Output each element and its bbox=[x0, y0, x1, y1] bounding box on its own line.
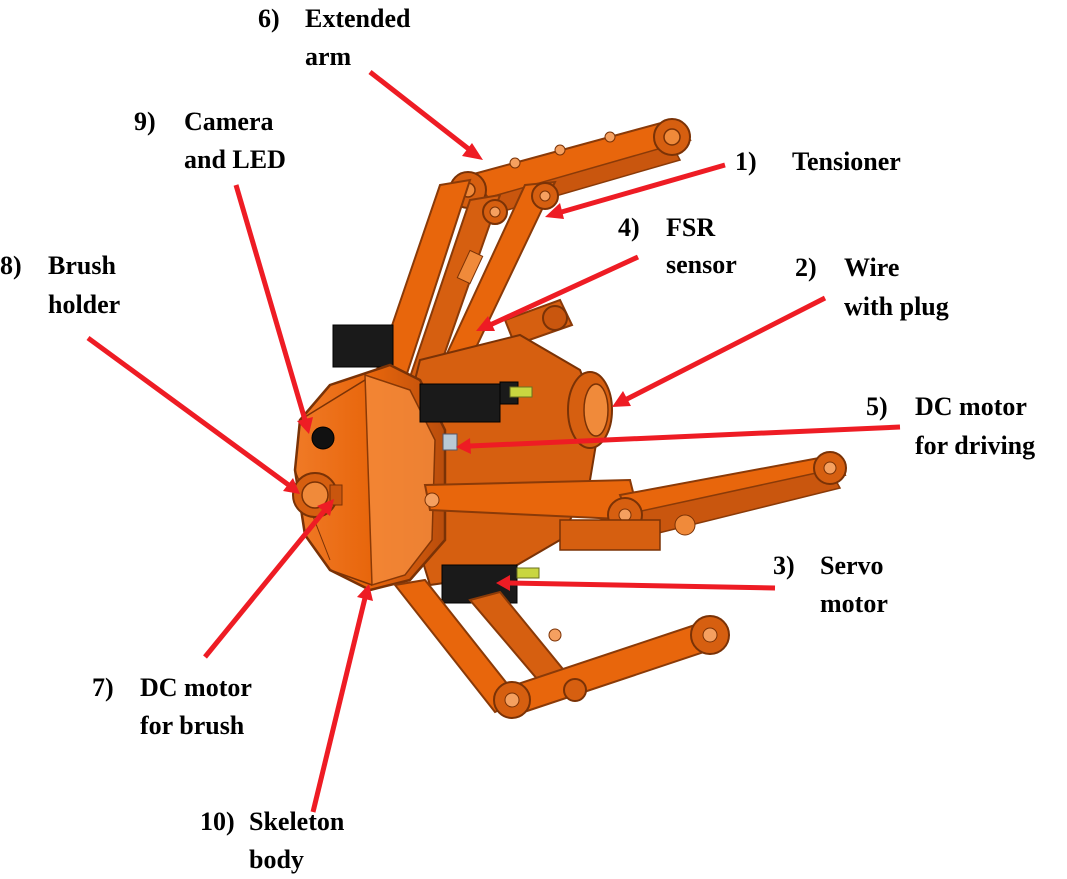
arrow-skeleton-body bbox=[310, 584, 373, 813]
lower-arm bbox=[393, 578, 730, 719]
label-wire-line2: with plug bbox=[844, 292, 949, 321]
label-servo-line2: motor bbox=[820, 589, 888, 618]
label-brush-motor-line2: for brush bbox=[140, 711, 245, 740]
label-camera-and-led: 9) Camera and LED bbox=[134, 107, 286, 174]
arrow-dc-motor-driving bbox=[456, 424, 901, 454]
label-driving-line1: DC motor bbox=[915, 392, 1027, 421]
arrow-brush-holder bbox=[86, 335, 300, 494]
right-arm bbox=[423, 451, 847, 551]
callout-labels: 6) Extended arm 9) Camera and LED 1) Ten… bbox=[0, 4, 1035, 874]
label-skeleton-line2: body bbox=[249, 845, 304, 874]
label-camera-line1: Camera bbox=[184, 107, 274, 136]
label-dc-motor-brush: 7) DC motor for brush bbox=[92, 673, 252, 740]
label-skeleton-line1: Skeleton bbox=[249, 807, 345, 836]
label-extended-arm-line2: arm bbox=[305, 42, 352, 71]
label-brush-holder-number: 8) bbox=[0, 251, 22, 280]
arrow-dc-motor-brush bbox=[203, 499, 334, 659]
driving-motor-shaft bbox=[442, 433, 458, 451]
arrow-fsr-sensor bbox=[476, 254, 640, 331]
label-extended-arm-line1: Extended bbox=[305, 4, 411, 33]
rear-servo-block bbox=[332, 324, 394, 368]
label-fsr-line2: sensor bbox=[666, 250, 737, 279]
label-brush-holder-line2: holder bbox=[48, 290, 120, 319]
label-skeleton-number: 10) bbox=[200, 807, 235, 836]
camera-lens bbox=[311, 426, 335, 450]
label-wire-line1: Wire bbox=[844, 253, 899, 282]
label-brush-motor-line1: DC motor bbox=[140, 673, 252, 702]
arrow-servo-motor bbox=[496, 575, 776, 591]
skeleton-body-shape bbox=[293, 333, 602, 592]
label-brush-holder-line1: Brush bbox=[48, 251, 116, 280]
label-extended-arm-number: 6) bbox=[258, 4, 280, 33]
label-brush-motor-number: 7) bbox=[92, 673, 114, 702]
arrow-wire-with-plug bbox=[612, 295, 827, 407]
label-tensioner: 1) Tensioner bbox=[735, 147, 901, 176]
label-dc-motor-driving: 5) DC motor for driving bbox=[866, 392, 1035, 460]
rear-arm bbox=[503, 298, 574, 347]
label-brush-holder: 8) Brush holder bbox=[0, 251, 120, 319]
label-extended-arm: 6) Extended arm bbox=[258, 4, 411, 71]
label-tensioner-line1: Tensioner bbox=[792, 147, 901, 176]
label-fsr-number: 4) bbox=[618, 213, 640, 242]
callout-arrows bbox=[86, 70, 901, 813]
label-wire-with-plug: 2) Wire with plug bbox=[795, 253, 949, 321]
arrow-extended-arm bbox=[368, 70, 483, 160]
label-fsr-line1: FSR bbox=[666, 213, 715, 242]
label-driving-number: 5) bbox=[866, 392, 888, 421]
label-wire-number: 2) bbox=[795, 253, 817, 282]
servo-connector bbox=[516, 567, 540, 579]
label-servo-line1: Servo bbox=[820, 551, 884, 580]
label-servo-number: 3) bbox=[773, 551, 795, 580]
label-fsr-sensor: 4) FSR sensor bbox=[618, 213, 737, 279]
arrow-tensioner bbox=[545, 162, 726, 219]
label-tensioner-number: 1) bbox=[735, 147, 757, 176]
driving-motor-connector bbox=[509, 386, 533, 398]
driving-motor-block bbox=[419, 383, 501, 423]
label-skeleton-body: 10) Skeleton body bbox=[200, 807, 345, 874]
label-camera-line2: and LED bbox=[184, 145, 286, 174]
label-camera-number: 9) bbox=[134, 107, 156, 136]
robot-illustration bbox=[292, 118, 847, 719]
wire-plug-wheel bbox=[567, 371, 613, 449]
label-servo-motor: 3) Servo motor bbox=[773, 551, 888, 618]
label-driving-line2: for driving bbox=[915, 431, 1035, 460]
arrow-camera-and-led bbox=[233, 184, 313, 434]
